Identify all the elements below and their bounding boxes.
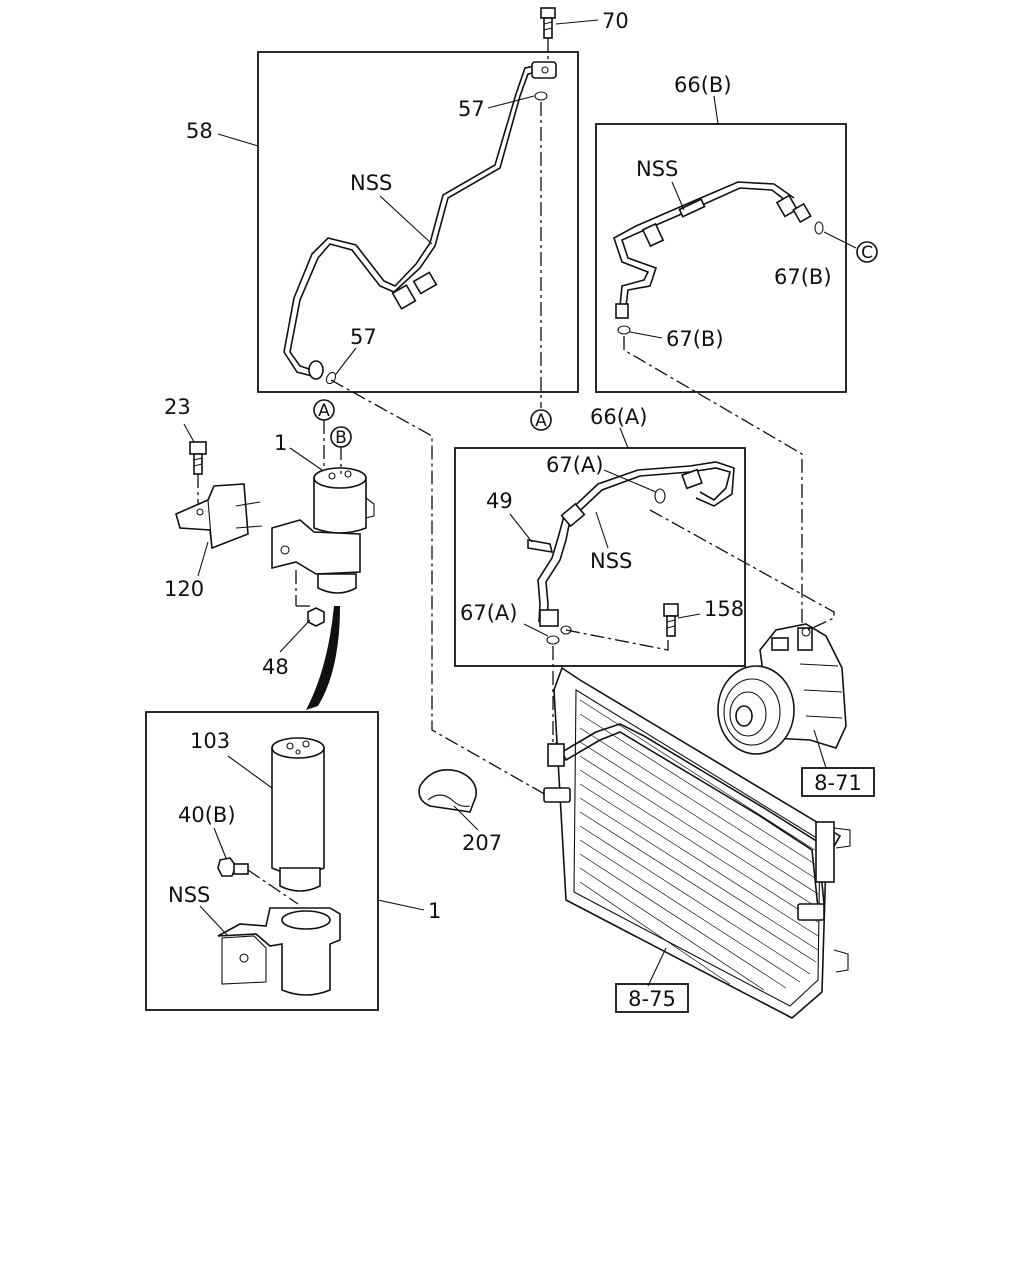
- leader-nss-58: [379, 195, 433, 245]
- dryer-cartridge-103: [271, 737, 325, 892]
- label-nss-66a: NSS: [590, 549, 632, 573]
- label-57-bottom: 57: [350, 325, 377, 349]
- svg-text:A: A: [535, 411, 547, 431]
- bolt-23: [189, 441, 207, 508]
- leader-40b: [213, 827, 227, 859]
- leader-nss-bracket: [199, 905, 229, 937]
- label-1-top: 1: [274, 431, 287, 455]
- bolt-70: [540, 7, 556, 66]
- leader-8-71: [813, 729, 827, 769]
- leader-c-marker: [823, 231, 857, 249]
- label-70: 70: [602, 9, 629, 33]
- connection-hose66a-bolt: [565, 629, 669, 651]
- marker-b-dryer: B: [330, 426, 352, 448]
- box-dryer-assembly: [145, 711, 379, 1011]
- leader-67b-bottom: [629, 331, 663, 339]
- reference-8-71: 8-71: [801, 767, 875, 797]
- hose-66b: [613, 181, 812, 319]
- label-58: 58: [186, 119, 213, 143]
- hose-58: [283, 61, 557, 380]
- leader-48: [279, 619, 311, 653]
- svg-text:8-75: 8-75: [628, 987, 676, 1011]
- connection-hose58-condenser: [330, 379, 549, 797]
- leader-58: [217, 133, 259, 147]
- detail-pointer: [306, 606, 340, 710]
- box-hose-58: [257, 51, 579, 393]
- label-207: 207: [462, 831, 502, 855]
- o-ring-67a-bottom: [546, 635, 560, 645]
- receiver-dryer-1: [271, 467, 375, 594]
- label-nss-bracket: NSS: [168, 883, 210, 907]
- marker-a-dryer: A: [313, 399, 335, 421]
- condenser: [543, 666, 851, 1019]
- label-23: 23: [164, 395, 191, 419]
- label-1-box: 1: [428, 899, 441, 923]
- leader-57-bottom: [335, 347, 357, 375]
- label-66a: 66(A): [590, 405, 647, 429]
- leader-23: [183, 423, 195, 443]
- label-57-top: 57: [458, 97, 485, 121]
- label-67b-right: 67(B): [774, 265, 832, 289]
- label-120: 120: [164, 577, 204, 601]
- leader-158: [677, 613, 701, 619]
- label-67a-top: 67(A): [546, 453, 603, 477]
- label-67b-bottom: 67(B): [666, 327, 724, 351]
- leader-57-top: [487, 95, 535, 109]
- reference-8-75: 8-75: [615, 983, 689, 1013]
- leader-49: [509, 513, 533, 543]
- label-nss-66b: NSS: [636, 157, 678, 181]
- connection-hose66b-compressor: [623, 336, 803, 626]
- compressor: [717, 623, 847, 755]
- svg-text:C: C: [861, 243, 873, 263]
- bolt-40b: [217, 857, 299, 905]
- o-ring-57-top: [534, 91, 548, 101]
- bolt-158: [663, 603, 679, 637]
- label-158: 158: [704, 597, 744, 621]
- label-66b: 66(B): [674, 73, 732, 97]
- connection-hose66a-compressor: [649, 509, 835, 631]
- svg-text:8-71: 8-71: [814, 771, 862, 795]
- o-ring-67a-top: [654, 488, 666, 504]
- hose-66a: [527, 461, 735, 635]
- label-nss-58: NSS: [350, 171, 392, 195]
- box-hose-66a: [454, 447, 746, 667]
- o-ring-67b-bottom: [617, 325, 631, 335]
- svg-text:B: B: [335, 428, 347, 448]
- leader-1-top: [289, 447, 323, 471]
- leader-nss-66a: [595, 511, 609, 549]
- leader-66b: [713, 95, 719, 125]
- bracket-120: [175, 483, 263, 550]
- leader-67a-top: [603, 469, 657, 493]
- leader-207: [453, 805, 479, 831]
- label-103: 103: [190, 729, 230, 753]
- leader-70: [555, 19, 599, 25]
- svg-text:A: A: [318, 401, 330, 421]
- leader-67a-bottom: [523, 623, 549, 637]
- marker-a-connection: A: [530, 409, 552, 431]
- marker-c: C: [856, 241, 878, 263]
- label-40b: 40(B): [178, 803, 236, 827]
- o-ring-57-bottom: [325, 371, 337, 385]
- box-hose-66b: [595, 123, 847, 393]
- rubber-mount-207: [418, 769, 477, 813]
- dryer-bracket: [217, 907, 341, 996]
- leader-66a: [619, 427, 629, 449]
- leader-103: [227, 755, 273, 789]
- label-48: 48: [262, 655, 289, 679]
- leader-1-box: [377, 899, 425, 911]
- label-67a-bottom: 67(A): [460, 601, 517, 625]
- o-ring-67b-right: [814, 221, 824, 235]
- leader-120: [197, 541, 209, 577]
- leader-nss-66b: [671, 181, 685, 211]
- label-49: 49: [486, 489, 513, 513]
- leader-8-75: [647, 947, 667, 987]
